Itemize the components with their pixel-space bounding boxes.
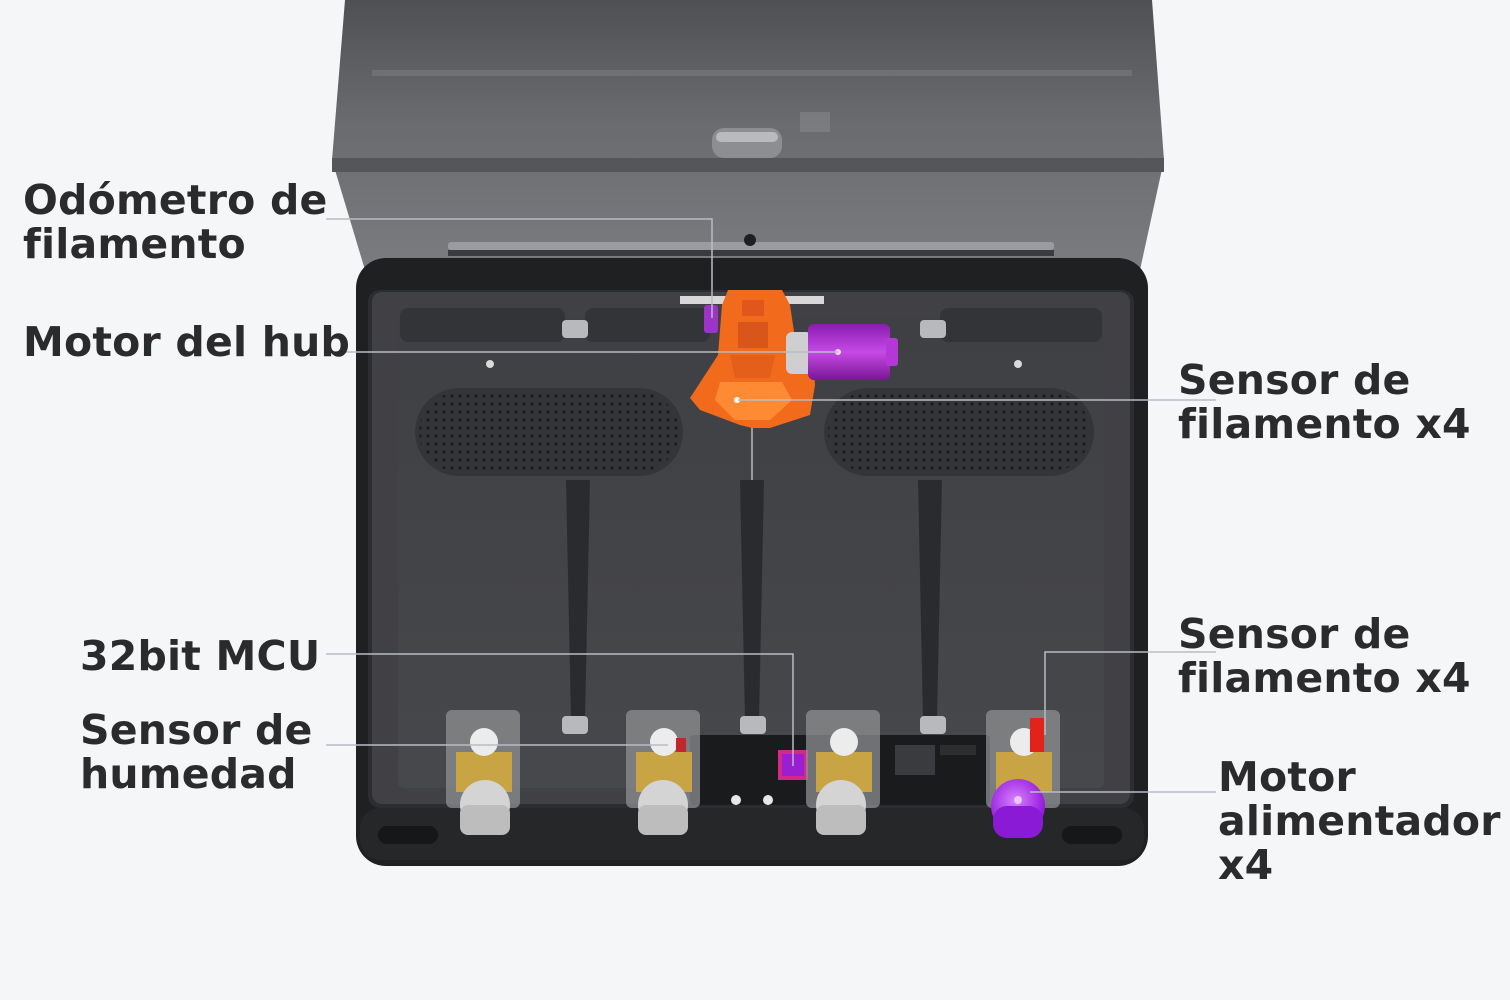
label-feeder-line-3: x4: [1218, 841, 1274, 889]
label-hub-motor: Motor del hub: [23, 320, 350, 364]
label-feeder-motor: Motor alimentador x4: [1218, 755, 1501, 887]
label-sensor-bottom-line-2: filamento x4: [1178, 654, 1471, 702]
label-feeder-line-2: alimentador: [1218, 797, 1501, 845]
label-sensor-top-line-2: filamento x4: [1178, 400, 1471, 448]
label-sensor-top-line-1: Sensor de: [1178, 356, 1411, 404]
label-humidity-sensor: Sensor de humedad: [80, 708, 313, 796]
feeder-unit-2: [626, 710, 700, 835]
feeder-unit-1: [446, 710, 520, 835]
leader-sensor-bottom: [1044, 651, 1216, 735]
label-hub-motor-line-1: Motor del hub: [23, 318, 351, 366]
feeder-unit-3: [806, 710, 880, 835]
hub-assembly: [690, 290, 815, 428]
vent-grilles: [415, 388, 1094, 476]
label-mcu: 32bit MCU: [80, 634, 320, 678]
label-mcu-line-1: 32bit MCU: [80, 632, 321, 680]
hub-motor: [786, 324, 898, 380]
leader-mcu: [326, 653, 794, 766]
label-odometer-line-1: Odómetro de: [23, 176, 328, 224]
leader-odometer: [326, 218, 713, 318]
label-sensor-bottom-line-1: Sensor de: [1178, 610, 1411, 658]
label-odometer-line-2: filamento: [23, 220, 246, 268]
label-feeder-line-1: Motor: [1218, 753, 1356, 801]
label-humidity-line-1: Sensor de: [80, 706, 313, 754]
label-filament-odometer: Odómetro de filamento: [23, 178, 328, 266]
leader-lines: [326, 218, 1216, 793]
filament-guides: [562, 420, 946, 734]
lid-handle: [712, 128, 782, 158]
label-filament-sensor-bottom: Sensor de filamento x4: [1178, 612, 1471, 700]
feeder-motor-highlight: [991, 779, 1045, 838]
label-humidity-line-2: humedad: [80, 750, 297, 798]
label-filament-sensor-top: Sensor de filamento x4: [1178, 358, 1471, 446]
